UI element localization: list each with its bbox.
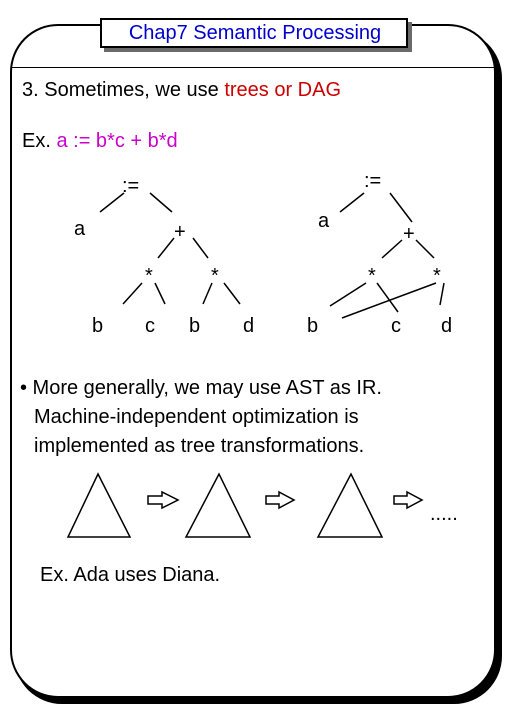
bullet-line: implemented as tree transformations. bbox=[34, 435, 365, 457]
intro-highlight: trees or DAG bbox=[224, 79, 342, 101]
right-lhs-node: a bbox=[318, 210, 330, 232]
left-leaf-d: d bbox=[243, 315, 254, 337]
left-leaf-b1: b bbox=[92, 315, 103, 337]
right-mul-node-2: * bbox=[433, 265, 441, 287]
bullet-line: Machine-independent optimization is bbox=[34, 406, 359, 428]
left-tree-edges bbox=[99, 192, 241, 305]
right-plus-node: + bbox=[403, 223, 415, 245]
title-divider bbox=[12, 67, 496, 68]
bullet-paragraph: • More generally, we may use AST as IR. … bbox=[20, 374, 382, 461]
slide-frame bbox=[10, 24, 496, 698]
right-leaf-b: b bbox=[307, 315, 318, 337]
left-lhs-node: a bbox=[74, 218, 86, 240]
right-leaf-c: c bbox=[391, 315, 401, 337]
left-plus-node: + bbox=[174, 221, 186, 243]
left-leaf-b2: b bbox=[189, 315, 200, 337]
arrow-right-icon bbox=[147, 490, 180, 510]
continuation-dots: ..... bbox=[430, 503, 458, 525]
tree-triangle-2 bbox=[184, 472, 252, 538]
left-root-node: := bbox=[122, 175, 139, 197]
tree-triangle-3 bbox=[316, 472, 384, 538]
example-line: Ex. a := b*c + b*d bbox=[22, 130, 178, 153]
left-mul-node-1: * bbox=[145, 265, 153, 287]
title-box bbox=[100, 18, 408, 48]
right-root-node: := bbox=[364, 170, 381, 192]
transformation-sequence bbox=[66, 472, 424, 538]
intro-line: 3. Sometimes, we use trees or DAG bbox=[22, 79, 341, 102]
arrow-right-icon bbox=[393, 490, 424, 510]
left-leaf-c: c bbox=[145, 315, 155, 337]
example-ada: Ex. Ada uses Diana. bbox=[40, 564, 221, 586]
right-leaf-d: d bbox=[441, 315, 452, 337]
intro-text: 3. Sometimes, we use bbox=[22, 79, 225, 101]
example-label: Ex. bbox=[22, 130, 57, 152]
left-mul-node-2: * bbox=[211, 265, 219, 287]
arrow-right-icon bbox=[265, 490, 296, 510]
example-expression: a := b*c + b*d bbox=[56, 130, 178, 152]
slide-title: Chap7 Semantic Processing bbox=[128, 22, 382, 44]
right-tree-edges bbox=[329, 192, 445, 319]
right-mul-node-1: * bbox=[368, 265, 376, 287]
bullet-line: • More generally, we may use AST as IR. bbox=[20, 377, 382, 399]
tree-triangle-1 bbox=[66, 472, 132, 538]
